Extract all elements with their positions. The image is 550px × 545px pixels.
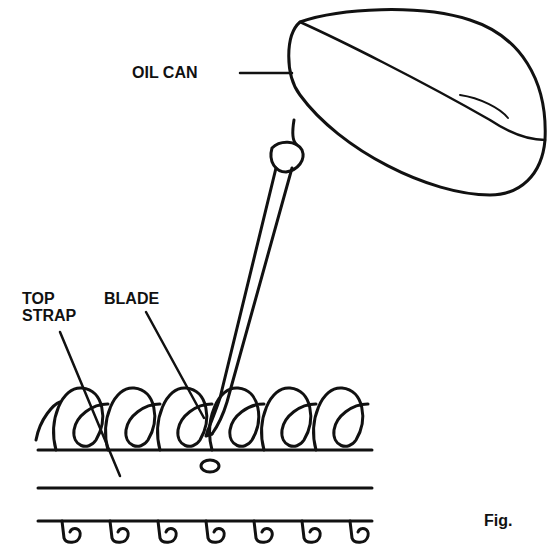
- top-strap-edge: [38, 487, 372, 490]
- blade-loop: [262, 388, 316, 450]
- strap-hook: [350, 521, 368, 542]
- blade-loop: [158, 388, 212, 450]
- leader-line: [240, 72, 292, 75]
- part-label: BLADE: [104, 290, 159, 307]
- blade-loop: [210, 388, 264, 450]
- blade-loop: [36, 402, 60, 440]
- part-label: OIL CAN: [132, 64, 197, 81]
- rivet: [201, 460, 219, 472]
- blade-loop: [106, 388, 160, 450]
- blade-loop: [314, 388, 368, 450]
- oil-can-shine: [460, 95, 508, 118]
- oil-can-bowl: [289, 10, 545, 195]
- top-strap-edge: [38, 449, 372, 452]
- figure-label: Fig.: [484, 512, 512, 529]
- strap-hook: [62, 521, 80, 542]
- strap-hook: [110, 521, 128, 542]
- strap-hook: [206, 521, 224, 542]
- strap-hook: [302, 521, 320, 542]
- blade-loop: [54, 388, 108, 450]
- oil-can-rim: [300, 22, 545, 140]
- oil-can-neck-join: [293, 120, 296, 144]
- strap-hook: [158, 521, 176, 542]
- leader-line: [146, 312, 204, 418]
- part-label: TOP STRAP: [22, 290, 82, 324]
- strap-hook: [254, 521, 272, 542]
